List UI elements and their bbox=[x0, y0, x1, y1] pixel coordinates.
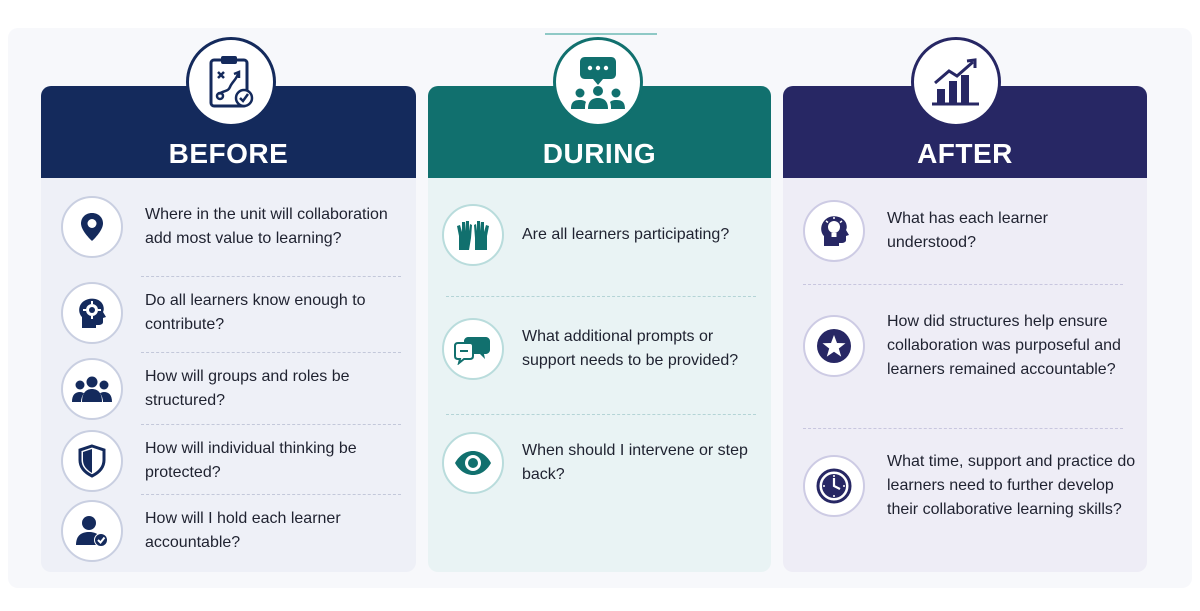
divider bbox=[803, 284, 1123, 285]
group-icon bbox=[61, 358, 123, 420]
during-item-3-text: When should I intervene or step back? bbox=[522, 442, 748, 483]
before-column: BEFORE Where in the unit will collaborat… bbox=[41, 86, 416, 572]
decorative-line bbox=[545, 33, 657, 35]
during-item-3: When should I intervene or step back? bbox=[442, 432, 771, 494]
strategy-clipboard-icon bbox=[186, 37, 276, 127]
before-item-4-text: How will individual thinking be protecte… bbox=[145, 440, 357, 481]
group-discussion-icon bbox=[553, 37, 643, 127]
after-item-1: What has each learner understood? bbox=[803, 200, 1147, 262]
after-item-1-text: What has each learner understood? bbox=[887, 210, 1048, 251]
before-title: BEFORE bbox=[168, 138, 289, 169]
after-item-2: How did structures help ensure collabora… bbox=[803, 310, 1147, 382]
after-title: AFTER bbox=[917, 138, 1013, 169]
after-item-2-text: How did structures help ensure collabora… bbox=[887, 313, 1121, 378]
divider bbox=[446, 296, 756, 297]
during-title: DURING bbox=[542, 138, 657, 169]
divider bbox=[803, 428, 1123, 429]
before-item-5-text: How will I hold each learner accountable… bbox=[145, 510, 341, 551]
before-item-2-text: Do all learners know enough to contribut… bbox=[145, 292, 366, 333]
before-item-3-text: How will groups and roles be structured? bbox=[145, 368, 350, 409]
head-lightbulb-icon bbox=[803, 200, 865, 262]
after-item-3: What time, support and practice do learn… bbox=[803, 450, 1147, 522]
clock-icon bbox=[803, 455, 865, 517]
head-gear-icon bbox=[61, 282, 123, 344]
location-pin-icon bbox=[61, 196, 123, 258]
speech-bubbles-icon bbox=[442, 318, 504, 380]
during-item-1: Are all learners participating? bbox=[442, 204, 771, 266]
before-item-2: Do all learners know enough to contribut… bbox=[61, 282, 416, 344]
star-icon bbox=[803, 315, 865, 377]
divider bbox=[141, 276, 401, 277]
before-item-1: Where in the unit will collaboration add… bbox=[61, 196, 416, 258]
before-item-5: How will I hold each learner accountable… bbox=[61, 500, 416, 562]
growth-chart-icon bbox=[911, 37, 1001, 127]
after-column: AFTER What has each learner understood? … bbox=[783, 86, 1147, 572]
user-check-icon bbox=[61, 500, 123, 562]
before-item-1-text: Where in the unit will collaboration add… bbox=[145, 206, 388, 247]
divider bbox=[141, 494, 401, 495]
eye-icon bbox=[442, 432, 504, 494]
divider bbox=[141, 424, 401, 425]
divider bbox=[141, 352, 401, 353]
divider bbox=[446, 414, 756, 415]
shield-icon bbox=[61, 430, 123, 492]
before-item-3: How will groups and roles be structured? bbox=[61, 358, 416, 420]
during-item-1-text: Are all learners participating? bbox=[522, 226, 730, 243]
during-column: DURING Are all learners participating? W… bbox=[428, 86, 771, 572]
after-item-3-text: What time, support and practice do learn… bbox=[887, 453, 1136, 518]
raised-hands-icon bbox=[442, 204, 504, 266]
during-item-2-text: What additional prompts or support needs… bbox=[522, 328, 739, 369]
before-item-4: How will individual thinking be protecte… bbox=[61, 430, 416, 492]
during-item-2: What additional prompts or support needs… bbox=[442, 318, 771, 380]
